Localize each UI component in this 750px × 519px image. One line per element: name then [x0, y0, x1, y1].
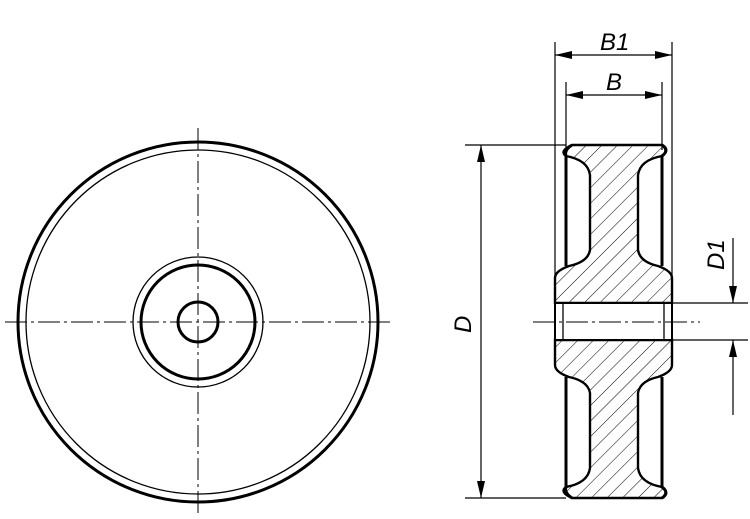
- d1-arrow-top: [729, 286, 737, 303]
- section-view: [533, 143, 700, 500]
- b-arrow-left: [566, 91, 583, 99]
- dimension-b: B: [565, 69, 663, 150]
- d-arrow-bottom: [477, 481, 485, 498]
- front-view: [5, 128, 392, 515]
- tire-left-outline: [564, 143, 573, 500]
- dimension-d1: D1: [672, 238, 748, 415]
- d1-label: D1: [703, 239, 730, 270]
- upper-section-hatch: [553, 143, 674, 305]
- b1-arrow-left: [555, 51, 572, 59]
- dimension-d: D: [450, 144, 566, 499]
- b-label: B: [606, 69, 622, 96]
- dimension-b1: B1: [554, 29, 673, 290]
- d1-arrow-bottom: [729, 340, 737, 357]
- d-arrow-top: [477, 145, 485, 162]
- tire-right-outline: [660, 143, 668, 500]
- b1-arrow-right: [655, 51, 672, 59]
- b1-label: B1: [600, 29, 629, 56]
- b-arrow-right: [645, 91, 662, 99]
- lower-section-hatch: [553, 338, 674, 500]
- d-label: D: [450, 316, 477, 333]
